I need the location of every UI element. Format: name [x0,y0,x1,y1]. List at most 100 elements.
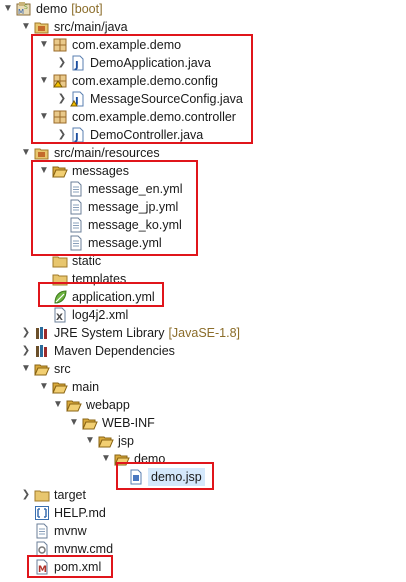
chevron-right-icon[interactable]: ❯ [21,489,31,500]
chevron-down-icon[interactable]: ▼ [101,453,111,464]
tree-item-main-folder[interactable]: ▼ main [38,378,99,396]
chevron-down-icon[interactable]: ▼ [39,75,49,86]
tree-item-mvnw[interactable]: mvnw [34,522,87,540]
tree-item-message-jp-yml[interactable]: message_jp.yml [68,198,178,216]
tree-item-label: application.yml [72,290,155,304]
tree-item-label: static [72,254,102,268]
jre-decoration: [JavaSE-1.8] [168,326,241,340]
tree-item-label: src/main/resources [54,146,160,160]
jsp-file-icon [128,469,144,485]
library-icon [34,325,50,341]
chevron-right-icon[interactable]: ❯ [21,345,31,356]
chevron-down-icon[interactable]: ▼ [21,21,31,32]
project-decoration: [boot] [71,2,103,16]
tree-item-label: Maven Dependencies [54,344,175,358]
svg-text:M: M [38,565,47,575]
chevron-down-icon[interactable]: ▼ [39,39,49,50]
tree-item-demo-controller[interactable]: ❯ J DemoController.java [56,126,203,144]
tree-item-message-yml[interactable]: message.yml [68,234,162,252]
tree-item-src-folder[interactable]: ▼ src [20,360,71,378]
tree-item-target-folder[interactable]: ❯ target [20,486,86,504]
tree-item-messages-folder[interactable]: ▼ messages [38,162,129,180]
tree-item-package-config[interactable]: ▼ com.example.demo.config [38,72,218,90]
package-icon [52,37,68,53]
tree-item-label: pom.xml [54,560,102,574]
tree-item-web-inf-folder[interactable]: ▼ WEB-INF [68,414,155,432]
tree-item-log4j2-xml[interactable]: X log4j2.xml [52,306,128,324]
tree-item-label: DemoApplication.java [90,56,211,70]
tree-item-src-main-java[interactable]: ▼ src/main/java [20,18,128,36]
tree-item-label: WEB-INF [102,416,155,430]
tree-item-message-ko-yml[interactable]: message_ko.yml [68,216,182,234]
open-folder-icon [52,379,68,395]
chevron-down-icon[interactable]: ▼ [39,111,49,122]
tree-item-label: MessageSourceConfig.java [90,92,243,106]
chevron-down-icon[interactable]: ▼ [39,165,49,176]
source-folder-icon [34,145,50,161]
tree-item-label: message_en.yml [88,182,183,196]
tree-item-jsp-folder[interactable]: ▼ jsp [84,432,134,450]
open-folder-icon [34,361,50,377]
tree-item-label: src/main/java [54,20,128,34]
chevron-down-icon[interactable]: ▼ [69,417,79,428]
tree-item-package-controller[interactable]: ▼ com.example.demo.controller [38,108,236,126]
tree-item-label: message.yml [88,236,162,250]
chevron-right-icon[interactable]: ❯ [57,93,67,104]
maven-pom-icon: M [34,559,50,575]
tree-item-label: main [72,380,100,394]
tree-item-src-main-resources[interactable]: ▼ src/main/resources [20,144,160,162]
chevron-down-icon[interactable]: ▼ [39,381,49,392]
svg-text:M: M [18,8,24,16]
tree-item-label: mvnw.cmd [54,542,114,556]
tree-item-demo-jsp[interactable]: demo.jsp [128,468,205,486]
chevron-down-icon[interactable]: ▼ [21,147,31,158]
chevron-down-icon[interactable]: ▼ [3,3,13,14]
tree-item-label: demo.jsp [148,468,205,486]
chevron-right-icon[interactable]: ❯ [57,57,67,68]
tree-item-label: DemoController.java [90,128,204,142]
svg-text:J: J [74,132,79,143]
java-file-icon: J [70,127,86,143]
tree-item-label: templates [72,272,127,286]
java-file-icon: J [70,91,86,107]
tree-item-mvnw-cmd[interactable]: mvnw.cmd [34,540,113,558]
tree-item-pom-xml[interactable]: M pom.xml [34,558,101,576]
tree-item-jre-library[interactable]: ❯ JRE System Library [JavaSE-1.8] [20,324,240,342]
folder-icon [52,253,68,269]
tree-item-templates-folder[interactable]: templates [52,270,126,288]
chevron-right-icon[interactable]: ❯ [21,327,31,338]
tree-item-package-demo[interactable]: ▼ com.example.demo [38,36,181,54]
package-icon [52,73,68,89]
xml-file-icon: X [52,307,68,323]
svg-text:J: J [74,96,79,107]
tree-item-demo-application[interactable]: ❯ J DemoApplication.java [56,54,211,72]
text-file-icon [68,181,84,197]
project-name: demo [36,2,68,16]
tree-item-static-folder[interactable]: static [52,252,101,270]
tree-item-webapp-folder[interactable]: ▼ webapp [52,396,130,414]
package-icon [52,109,68,125]
tree-item-demo-folder[interactable]: ▼ demo [100,450,165,468]
chevron-down-icon[interactable]: ▼ [21,363,31,374]
gear-file-icon [34,541,50,557]
library-icon [34,343,50,359]
text-file-icon [68,199,84,215]
tree-item-message-en-yml[interactable]: message_en.yml [68,180,183,198]
chevron-down-icon[interactable]: ▼ [85,435,95,446]
tree-item-label: message_jp.yml [88,200,179,214]
source-folder-icon [34,19,50,35]
tree-item-message-source-config[interactable]: ❯ J MessageSourceConfig.java [56,90,243,108]
chevron-down-icon[interactable]: ▼ [53,399,63,410]
text-file-icon [68,235,84,251]
tree-item-maven-dependencies[interactable]: ❯ Maven Dependencies [20,342,175,360]
open-folder-icon [114,451,130,467]
tree-item-help-md[interactable]: HELP.md [34,504,106,522]
tree-item-label: jsp [118,434,134,448]
tree-item-label: mvnw [54,524,87,538]
folder-icon [34,487,50,503]
chevron-right-icon[interactable]: ❯ [57,129,67,140]
tree-item-application-yml[interactable]: application.yml [52,288,155,306]
tree-item-label: JRE System Library [54,326,165,340]
spring-leaf-icon [52,289,68,305]
